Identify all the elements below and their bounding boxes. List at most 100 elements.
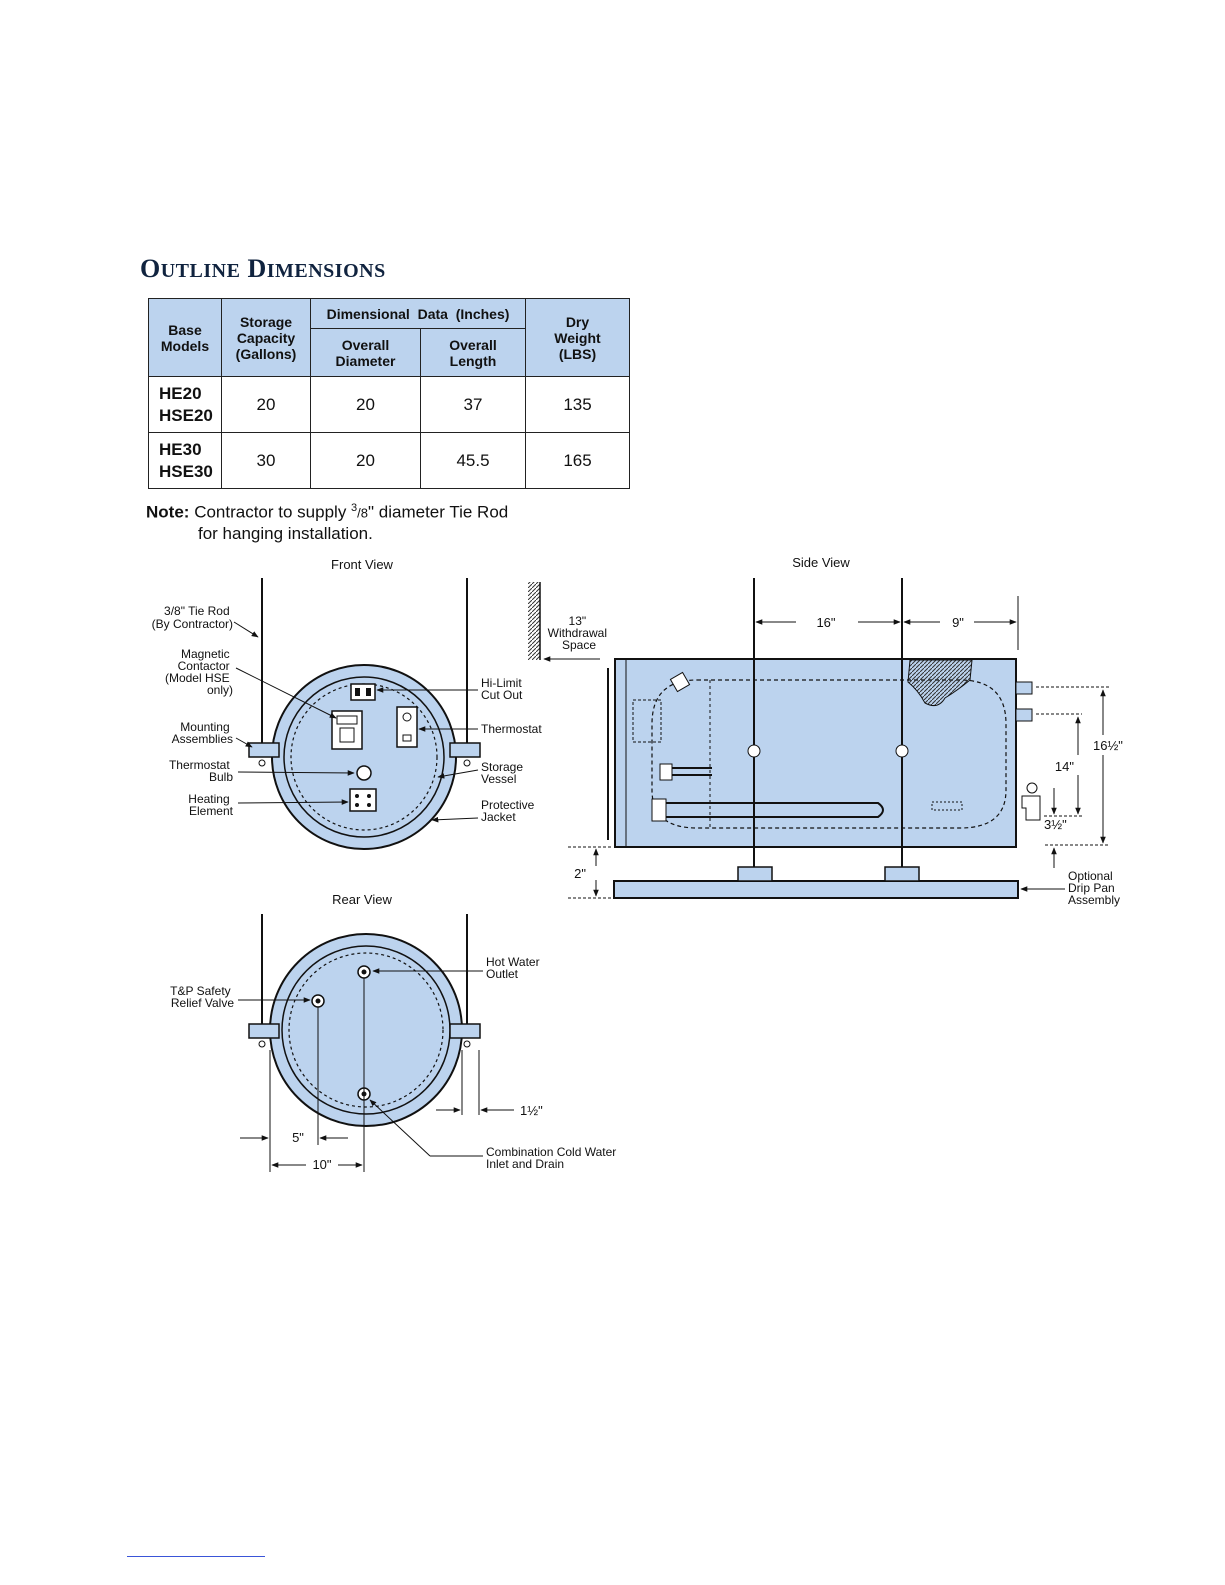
bracket-nut-left (258, 759, 266, 767)
dim-16-label: 16" (816, 615, 835, 630)
thermostat-bulb (356, 765, 372, 781)
dim-10-label: 10" (312, 1157, 331, 1172)
page-title: OUTLINE DIMENSIONS (140, 254, 386, 283)
rear-view-title: Rear View (332, 892, 392, 907)
dim-2-label: 2" (574, 866, 586, 881)
heating-element-loop (666, 802, 884, 818)
outlet-center (361, 969, 367, 975)
drain-valve-handle (1026, 782, 1038, 794)
drain-coupling (931, 801, 963, 811)
drain-valve (1021, 795, 1041, 821)
leader-element (237, 799, 349, 805)
drip-pan-bracket-2 (884, 866, 920, 882)
header-dimensional-data: Dimensional Data (Inches) (310, 298, 526, 329)
front-view: Front View 3/8" Tie Rod (152, 557, 542, 850)
inner-vessel (651, 679, 1007, 829)
row-diameter: 20 (310, 432, 421, 489)
label-thermostat-bulb: Thermostat Bulb (169, 758, 233, 784)
leader-vessel (437, 769, 479, 779)
bracket-nut (258, 1040, 266, 1048)
drip-pan-bracket-1 (737, 866, 773, 882)
row-capacity: 20 (221, 376, 311, 433)
valve-center (315, 998, 321, 1004)
dim-14-label: 14" (1055, 759, 1074, 774)
dim-3-5-label: 3½" (1044, 817, 1067, 832)
hi-limit-side (669, 671, 691, 693)
thermostat-window (402, 734, 412, 742)
rear-bracket-right (449, 1023, 481, 1039)
jacket-inner-ring (283, 676, 445, 838)
label-thermostat: Thermostat (481, 722, 542, 736)
dim-1-5-label: 1½" (520, 1103, 543, 1118)
dim-9-label: 9" (952, 615, 964, 630)
label-cold-water: Combination Cold Water Inlet and Drain (486, 1145, 620, 1171)
label-mounting: Mounting Assemblies (172, 720, 233, 746)
label-drip-pan: Optional Drip Pan Assembly (1068, 869, 1120, 907)
hot-water-fitting (1015, 681, 1033, 695)
element-bolt (367, 794, 371, 798)
label-tp-valve: T&P Safety Relief Valve (170, 984, 234, 1010)
rear-vessel (288, 952, 444, 1108)
installation-note: Note: Contractor to supply 3/8" diameter… (146, 502, 509, 543)
hi-limit-cutout (350, 683, 376, 701)
thermostat-side (659, 763, 673, 781)
contactor-coil (339, 727, 355, 743)
label-tie-rod: 3/8" Tie Rod (By Contractor) (152, 604, 233, 631)
row-weight: 135 (525, 376, 630, 433)
leader-contactor (235, 667, 337, 719)
drip-pan (613, 880, 1019, 899)
hi-limit-terminal (355, 688, 360, 696)
row-length: 37 (420, 376, 526, 433)
row-weight: 165 (525, 432, 630, 489)
row-diameter: 20 (310, 376, 421, 433)
heating-element (349, 788, 377, 812)
relief-fitting (1015, 708, 1033, 722)
label-hot-water: Hot Water Outlet (486, 955, 543, 981)
leader-cold-water-arrow (369, 1099, 431, 1157)
dim-16-5-label: 16½" (1093, 738, 1123, 753)
hanger-2 (895, 744, 909, 758)
label-hi-limit: Hi-Limit Cut Out (481, 676, 525, 702)
element-bolt (355, 803, 359, 807)
label-storage-vessel: Storage Vessel (481, 760, 526, 786)
thermostat-dial (402, 712, 412, 722)
row-length: 45.5 (420, 432, 526, 489)
hi-limit-terminal (366, 688, 371, 696)
leader-mounting (235, 737, 253, 748)
row-capacity: 30 (221, 432, 311, 489)
mounting-bracket-left (248, 742, 280, 758)
side-view-title: Side View (792, 555, 850, 570)
side-view: Side View 13" Withdrawal Space (528, 555, 1123, 907)
footer-rule (127, 1556, 265, 1557)
bracket-nut-right (463, 759, 471, 767)
mounting-bracket-right (449, 742, 481, 758)
front-view-title: Front View (331, 557, 394, 572)
rear-bracket-left (248, 1023, 280, 1039)
thermostat (396, 706, 418, 748)
label-protective-jacket: Protective Jacket (481, 798, 538, 824)
heating-element-side (651, 798, 667, 822)
leader-tie-rod (233, 621, 259, 638)
dim-5-label: 5" (292, 1130, 304, 1145)
label-heating-element: Heating Element (188, 792, 233, 818)
label-withdrawal: 13" Withdrawal Space (548, 614, 611, 652)
hanger-1 (747, 744, 761, 758)
label-magnetic-contactor: Magnetic Contactor (Model HSE only) (165, 647, 233, 697)
wall (528, 582, 540, 660)
rear-view: Rear View T&P Safety Relief Valve Hot Wa… (170, 892, 620, 1172)
element-bolt (367, 803, 371, 807)
leader-jacket (431, 816, 479, 823)
element-bolt (355, 794, 359, 798)
insulation-cutaway (907, 659, 973, 707)
